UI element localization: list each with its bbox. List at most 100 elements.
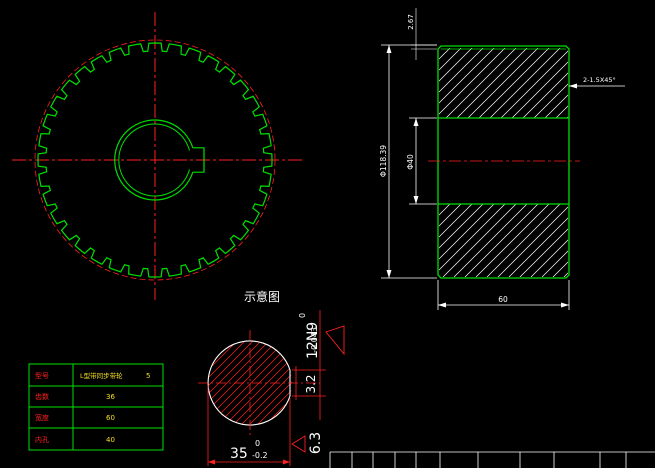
hatch-line xyxy=(497,206,568,277)
width-arrow-right xyxy=(561,302,569,308)
hatch-line xyxy=(439,204,451,216)
table-row-value: 36 xyxy=(106,393,115,401)
hatch-line xyxy=(320,340,406,426)
hatch-line xyxy=(519,228,568,277)
bore-arrow-bottom xyxy=(413,196,419,204)
table-row-value: 40 xyxy=(106,436,115,444)
chamfer-width-text: 2.67 xyxy=(407,14,415,30)
hatch-line xyxy=(552,261,568,277)
bore-arrow-top xyxy=(413,118,419,126)
hatch-line xyxy=(486,204,561,277)
hatch-line xyxy=(442,204,517,277)
hub-arrow-left xyxy=(208,459,215,465)
pitch-circle xyxy=(34,39,276,281)
hatch-line xyxy=(208,341,223,425)
hatch-line xyxy=(255,341,292,425)
hub-arrow-right xyxy=(283,459,290,465)
keyway-width-upper-tol: 0 xyxy=(298,313,307,318)
bore-keyway-outline xyxy=(114,119,194,201)
hatch-line xyxy=(439,48,440,49)
key-depth-text: 3.2 xyxy=(304,374,318,393)
od-arrow-top xyxy=(386,45,392,53)
bore-dimension-text: Φ40 xyxy=(406,154,415,170)
hatch-line xyxy=(208,341,271,425)
hatch-line xyxy=(467,48,539,118)
hatch-line xyxy=(344,340,430,426)
section-hatch-top xyxy=(439,48,655,118)
hatch-line xyxy=(312,340,398,426)
keyway-slot xyxy=(192,147,205,173)
hatch-line xyxy=(544,94,568,118)
hatch-line xyxy=(439,204,462,227)
hatch-line xyxy=(368,340,454,426)
hatch-line xyxy=(522,72,568,118)
hatch-line xyxy=(555,105,568,118)
hatch-line xyxy=(439,204,506,271)
od-arrow-bottom xyxy=(386,270,392,278)
table-row-label: 齿数 xyxy=(35,392,49,401)
table-row-label: 型号 xyxy=(35,371,49,380)
hatch-line xyxy=(575,204,648,277)
hatch-line xyxy=(439,204,440,205)
hatch-line xyxy=(608,204,655,277)
hatch-line xyxy=(630,204,655,277)
roughness-text: 6.3 xyxy=(308,432,324,454)
detail-circle-outline xyxy=(207,340,291,426)
hatch-line xyxy=(530,239,568,277)
hatch-line xyxy=(622,48,655,118)
pulley-front-view xyxy=(12,12,305,300)
hatch-line xyxy=(439,204,473,238)
hatch-line xyxy=(511,61,568,118)
roughness-symbol-hub xyxy=(291,435,306,453)
hatch-line xyxy=(611,48,655,118)
keyway-width-text: 12N9 xyxy=(305,322,321,359)
title-block-fragment xyxy=(329,451,655,468)
hatch-line xyxy=(586,204,655,277)
hatch-line xyxy=(439,48,506,115)
roughness-symbol-keyway xyxy=(325,325,345,356)
hatch-line xyxy=(208,341,292,425)
hatch-line xyxy=(453,204,528,277)
table-row-label: 内孔 xyxy=(35,435,49,444)
hatch-line xyxy=(633,48,655,118)
table-row-value: 60 xyxy=(106,414,115,422)
keyway-width-lower-tol: -0.043 xyxy=(310,327,319,353)
section-hatch-bottom xyxy=(439,204,655,277)
hatch-line xyxy=(597,204,655,277)
width-arrow-left xyxy=(438,302,446,308)
hatch-line xyxy=(500,50,568,118)
hub-lower-tol: -0.2 xyxy=(252,451,268,460)
chamfer-note-text: 2-1.5X45° xyxy=(583,76,616,84)
hatch-line xyxy=(456,48,528,118)
table-row-extra: 5 xyxy=(146,372,150,380)
od-dimension-text: Φ118.39 xyxy=(379,145,388,177)
hatch-line xyxy=(475,204,550,277)
hatch-line xyxy=(360,340,446,426)
hatch-line xyxy=(336,340,422,426)
hatch-line xyxy=(478,48,550,118)
hatch-line xyxy=(439,48,462,71)
hatch-line xyxy=(619,204,655,277)
hatch-line xyxy=(439,204,495,260)
hatch-line xyxy=(208,341,247,425)
table-row-label: 宽度 xyxy=(35,413,49,422)
hatch-line xyxy=(439,204,484,249)
hatch-line xyxy=(533,83,568,118)
hatch-line xyxy=(439,48,473,82)
tooth-profile xyxy=(37,42,273,278)
width-dimension-text: 60 xyxy=(498,295,508,304)
hatch-line xyxy=(208,341,239,425)
detail-view-title: 示意图 xyxy=(244,289,280,304)
hatch-line xyxy=(489,48,561,118)
table-row-value: L型带同步带轮 xyxy=(80,371,123,380)
hatch-line xyxy=(328,340,414,426)
section-outline xyxy=(437,45,570,279)
hatch-line xyxy=(263,341,292,425)
parameter-table: 型号 L型带同步带轮 5 齿数 36 宽度 60 内孔 40 xyxy=(28,363,164,451)
hub-upper-tol: 0 xyxy=(255,439,260,448)
hatch-line xyxy=(563,272,568,277)
hatch-line xyxy=(352,340,438,426)
hatch-line xyxy=(287,341,292,425)
keyway-detail-view: 示意图 12N9 0 -0.043 3.2 35 0 -0.2 6.3 xyxy=(198,289,454,466)
